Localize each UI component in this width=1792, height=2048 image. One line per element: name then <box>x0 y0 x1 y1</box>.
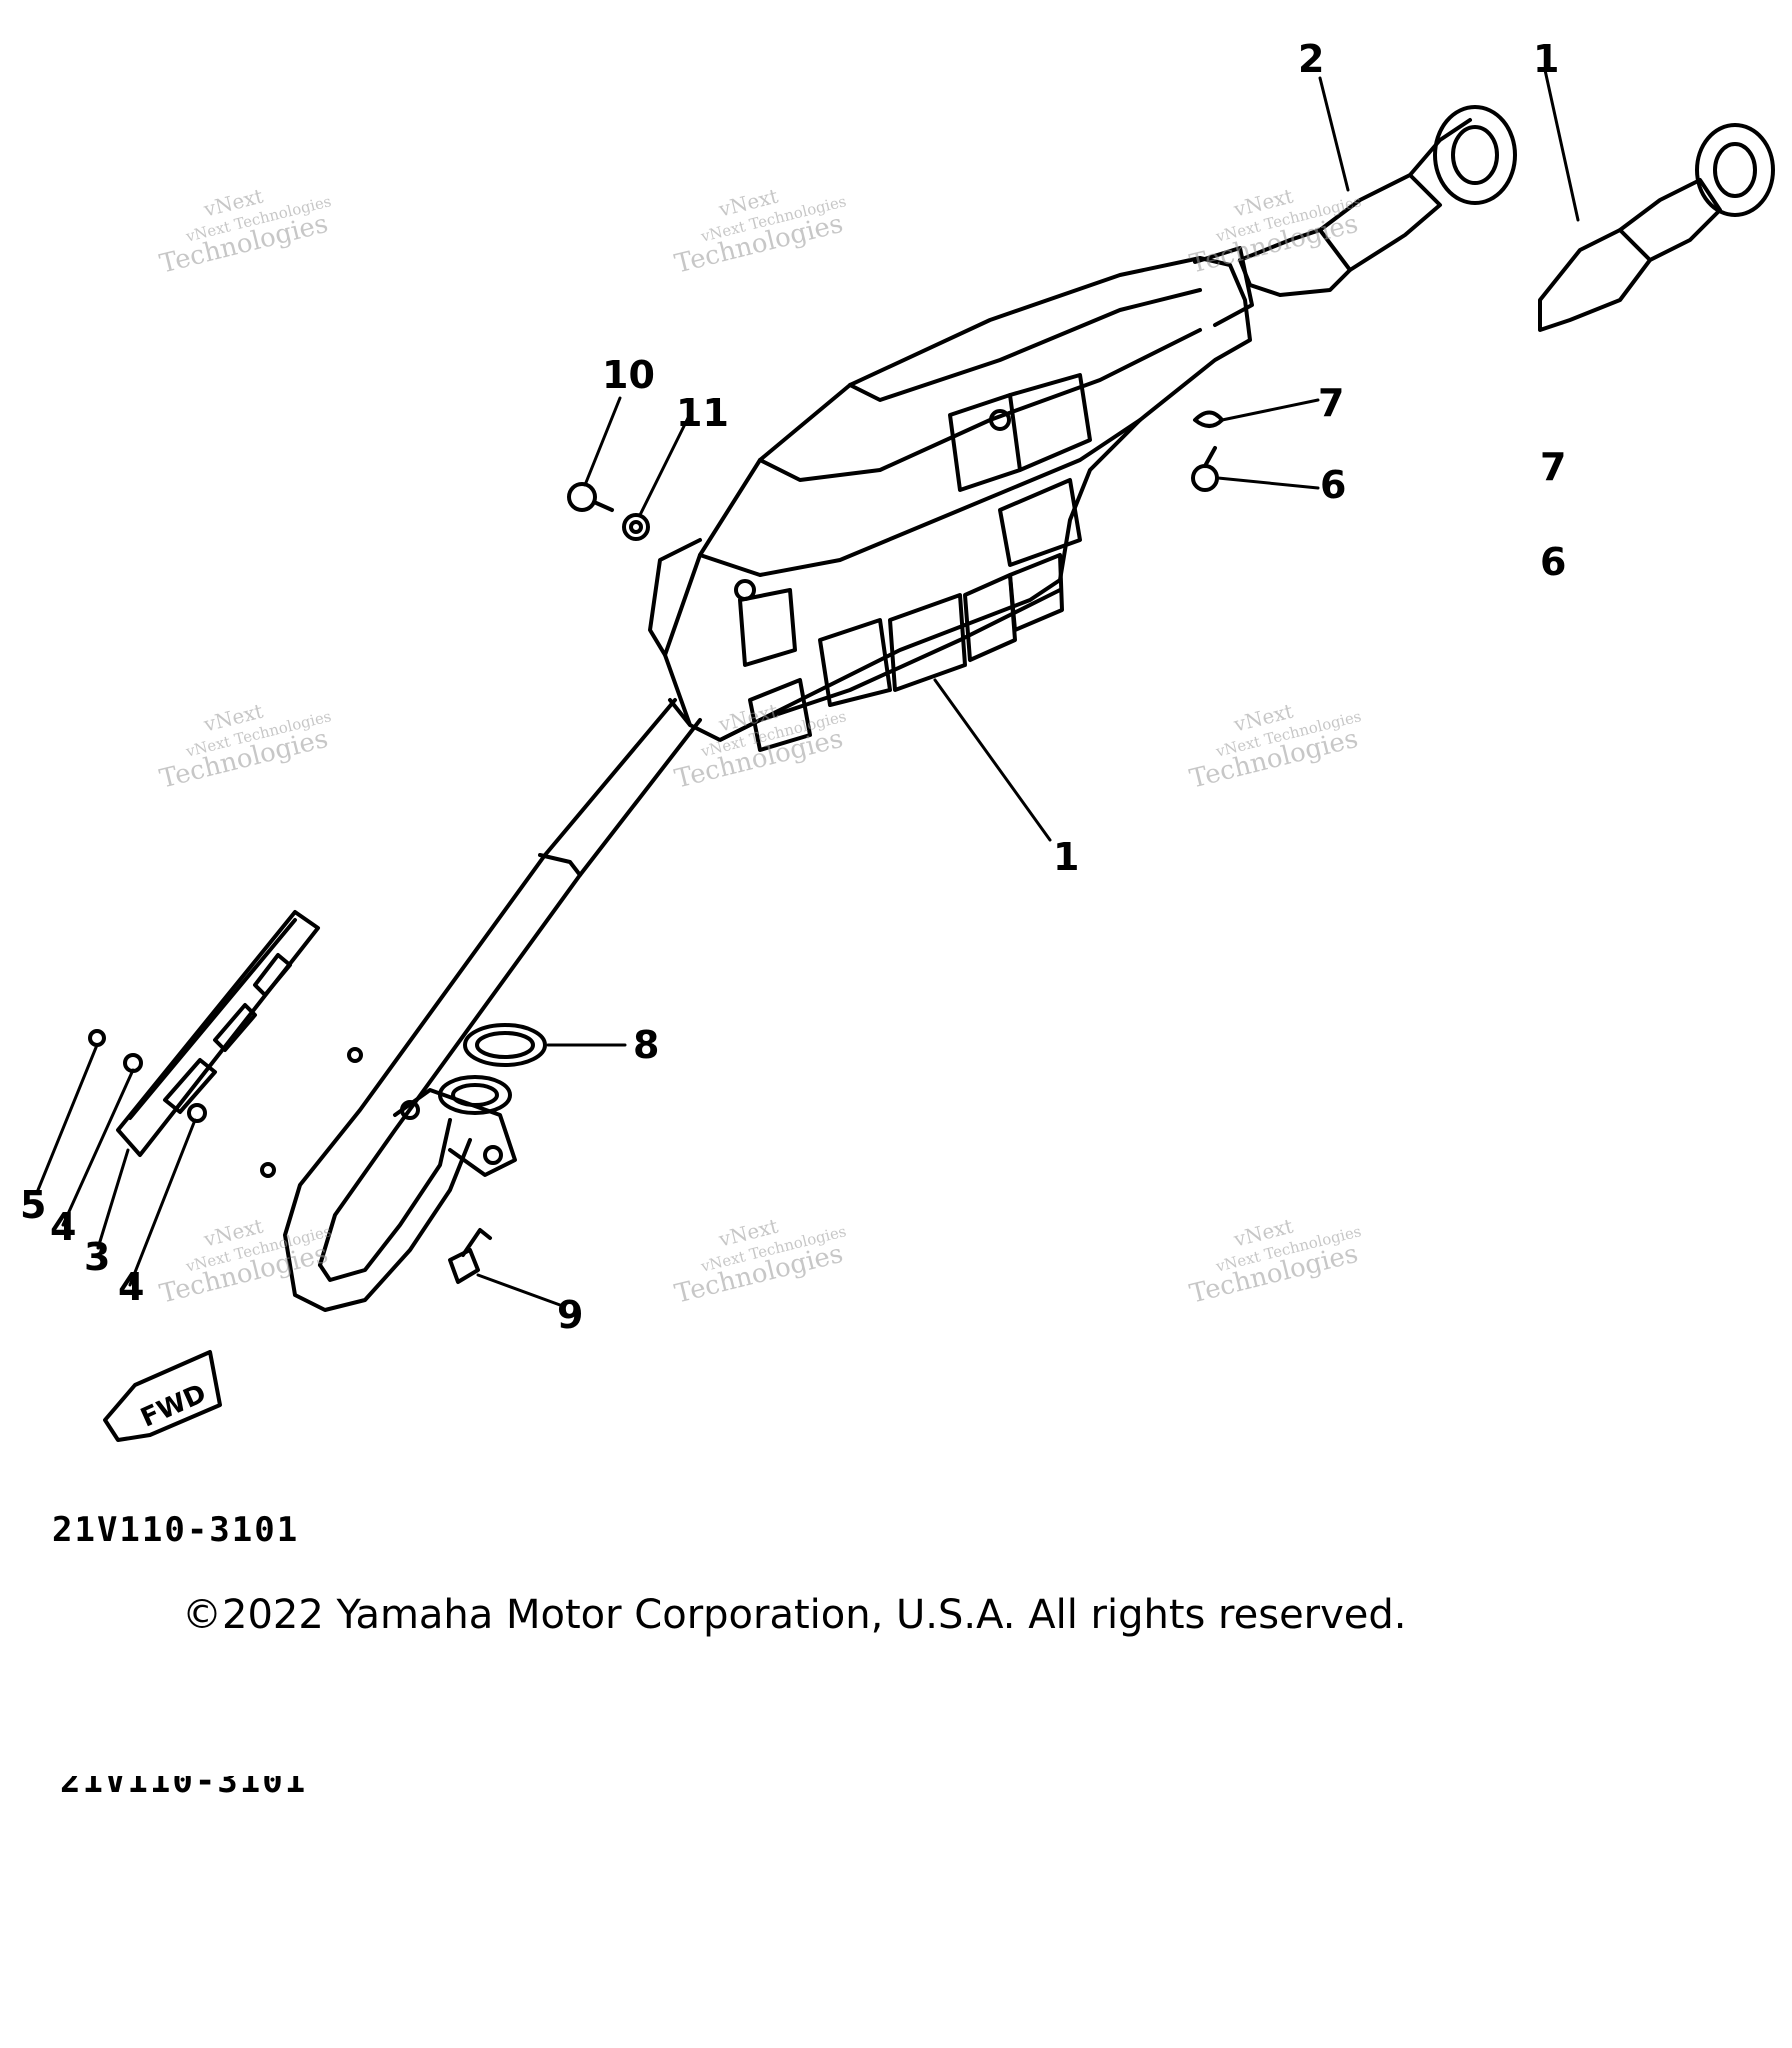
copyright-notice: ©2022 Yamaha Motor Corporation, U.S.A. A… <box>182 1592 1407 1638</box>
exhaust-muffler-assembly <box>260 246 1254 1312</box>
heat-guard-part-3 <box>116 910 320 1157</box>
callout-7: 7 <box>1318 381 1344 425</box>
callout-6: 6 <box>1320 463 1346 507</box>
callout-10: 10 <box>602 353 655 397</box>
diagram-code: 21V110-3101 <box>52 1510 300 1550</box>
bolt-part-9 <box>448 1228 492 1284</box>
watermark-grid: vNext vNext Technologies Technologies vN… <box>157 184 1363 1310</box>
diagram-code-repeat: 21V110-3101 <box>60 1776 308 1796</box>
callout-5: 5 <box>20 1183 46 1227</box>
tail-pipe-alternate-view <box>1538 123 1775 332</box>
callout-3: 3 <box>84 1235 110 1279</box>
callout-9: 9 <box>557 1293 583 1337</box>
washer-part-4b <box>187 1103 207 1123</box>
bolt-part-10 <box>567 482 614 512</box>
callout-6-alt: 6 <box>1540 540 1566 584</box>
callout-11: 11 <box>676 391 729 435</box>
callout-1: 1 <box>1053 835 1079 879</box>
callout-1-alt: 1 <box>1533 37 1559 81</box>
gasket-part-8 <box>463 1023 547 1067</box>
bolt-part-6 <box>1191 446 1219 492</box>
callout-7-alt: 7 <box>1540 445 1566 489</box>
leader-lines <box>36 68 1580 1307</box>
callout-4b: 4 <box>118 1265 144 1309</box>
washer-part-11 <box>622 513 650 541</box>
callout-4a: 4 <box>50 1205 76 1249</box>
screw-part-5 <box>88 1029 106 1047</box>
tail-pipe-part-2 <box>1238 105 1517 297</box>
callout-2: 2 <box>1298 37 1324 81</box>
callout-8: 8 <box>633 1023 659 1067</box>
washer-part-7 <box>1193 410 1224 428</box>
fwd-arrow-icon <box>103 1350 222 1442</box>
